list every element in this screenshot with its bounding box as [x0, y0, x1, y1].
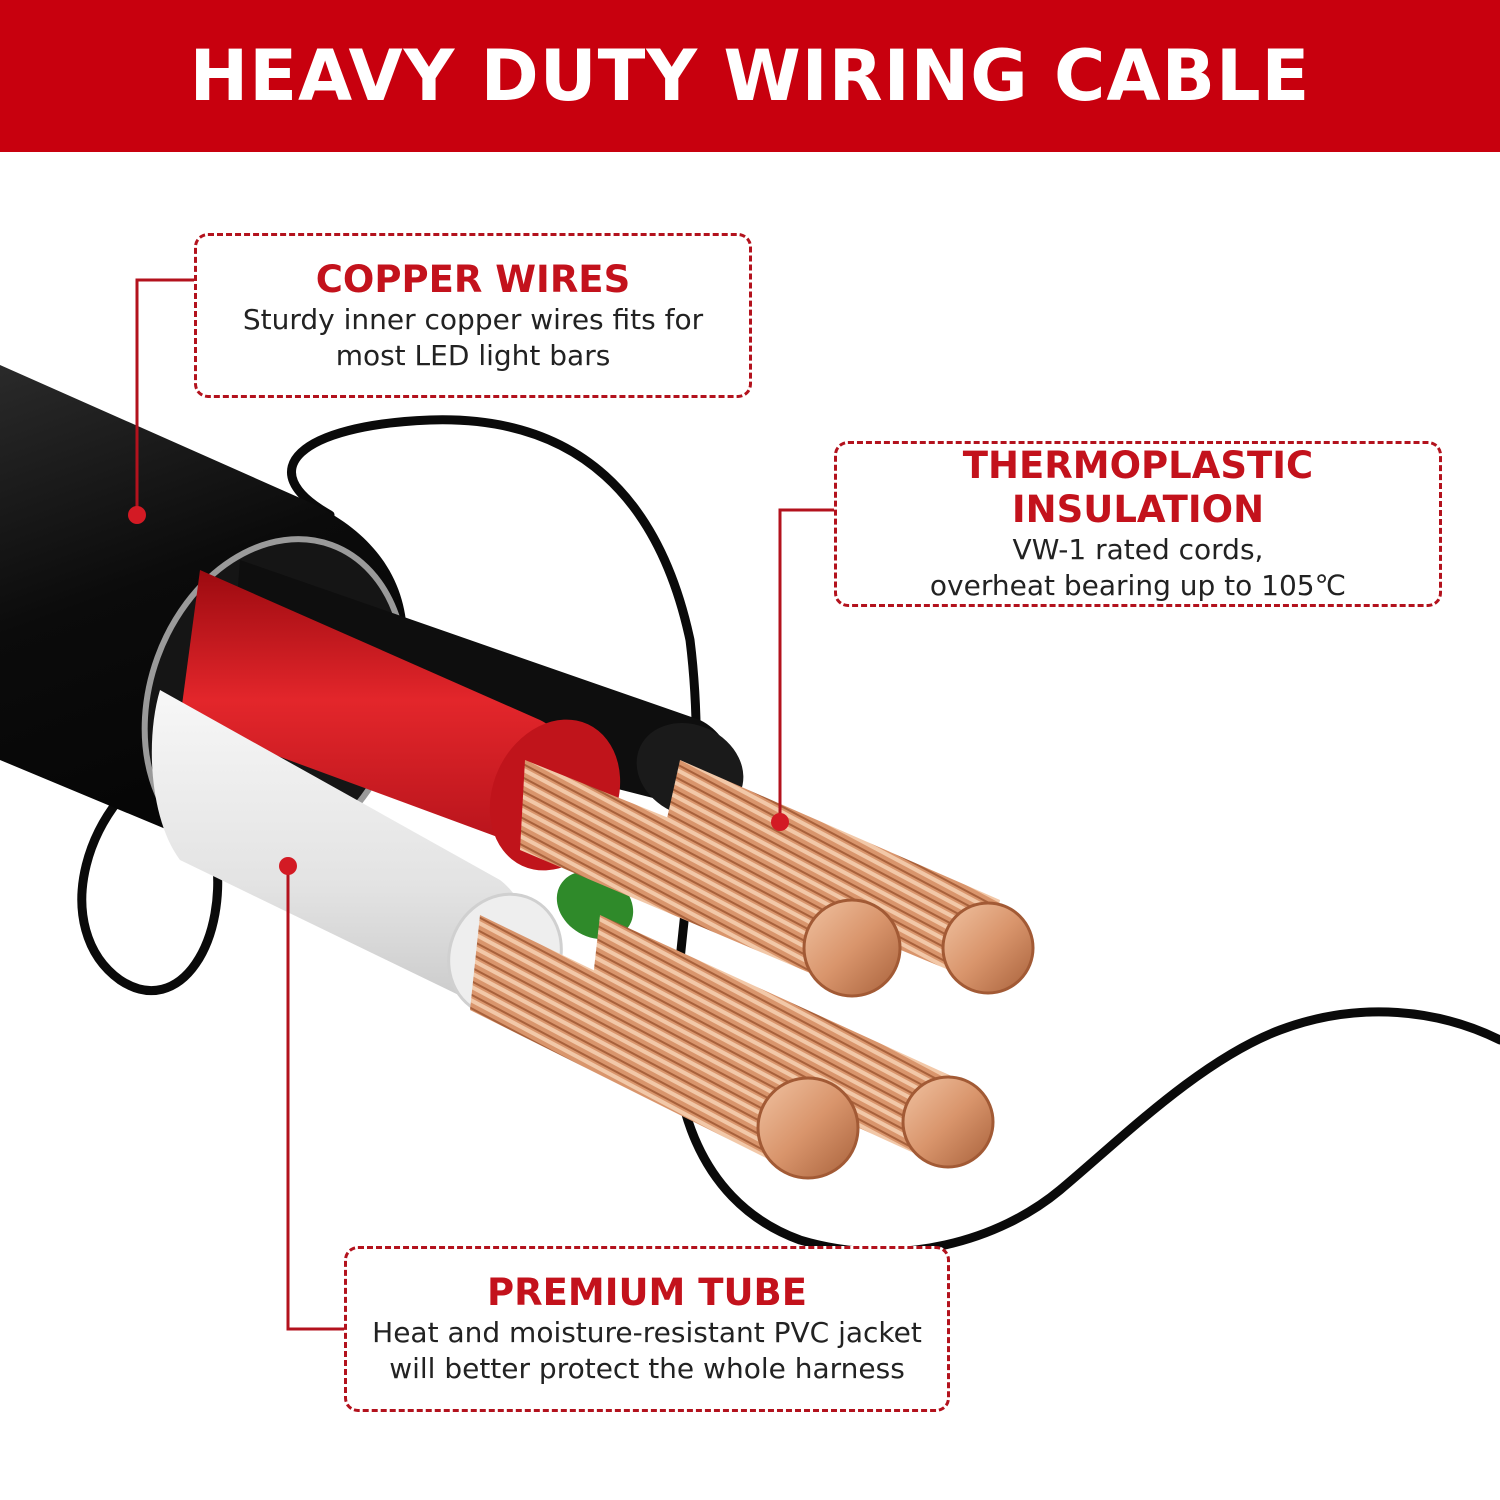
red-wire-insulation	[180, 570, 585, 860]
copper-strands	[470, 760, 1035, 1180]
callout-thermoplastic-insulation: THERMOPLASTIC INSULATION VW-1 rated cord…	[834, 441, 1442, 607]
callout-copper-wires-title: COPPER WIRES	[315, 257, 631, 301]
header-banner: HEAVY DUTY WIRING CABLE	[0, 0, 1500, 152]
white-wire-insulation	[151, 690, 532, 1015]
callout-premium-tube: PREMIUM TUBE Heat and moisture-resistant…	[344, 1246, 950, 1412]
banner-title: HEAVY DUTY WIRING CABLE	[189, 35, 1311, 117]
callout-connectors	[135, 278, 834, 1331]
callout-anchor-dots	[128, 506, 789, 875]
callout-thermoplastic-insulation-title: THERMOPLASTIC INSULATION	[962, 444, 1314, 531]
callout-premium-tube-line-2: will better protect the whole harness	[389, 1352, 905, 1385]
callout-copper-wires-line-1: Sturdy inner copper wires fits for	[242, 302, 704, 336]
callout-copper-wires-line-2: most LED light bars	[335, 338, 611, 372]
callout-copper-wires: COPPER WIRES Sturdy inner copper wires f…	[194, 233, 752, 398]
callout-thermoplastic-insulation-line-1: VW-1 rated cords,	[1012, 533, 1264, 566]
callout-premium-tube-title: PREMIUM TUBE	[487, 1271, 807, 1314]
callout-premium-tube-line-1: Heat and moisture-resistant PVC jacket	[372, 1316, 922, 1349]
callout-thermoplastic-insulation-line-2: overheat bearing up to 105℃	[929, 569, 1347, 602]
